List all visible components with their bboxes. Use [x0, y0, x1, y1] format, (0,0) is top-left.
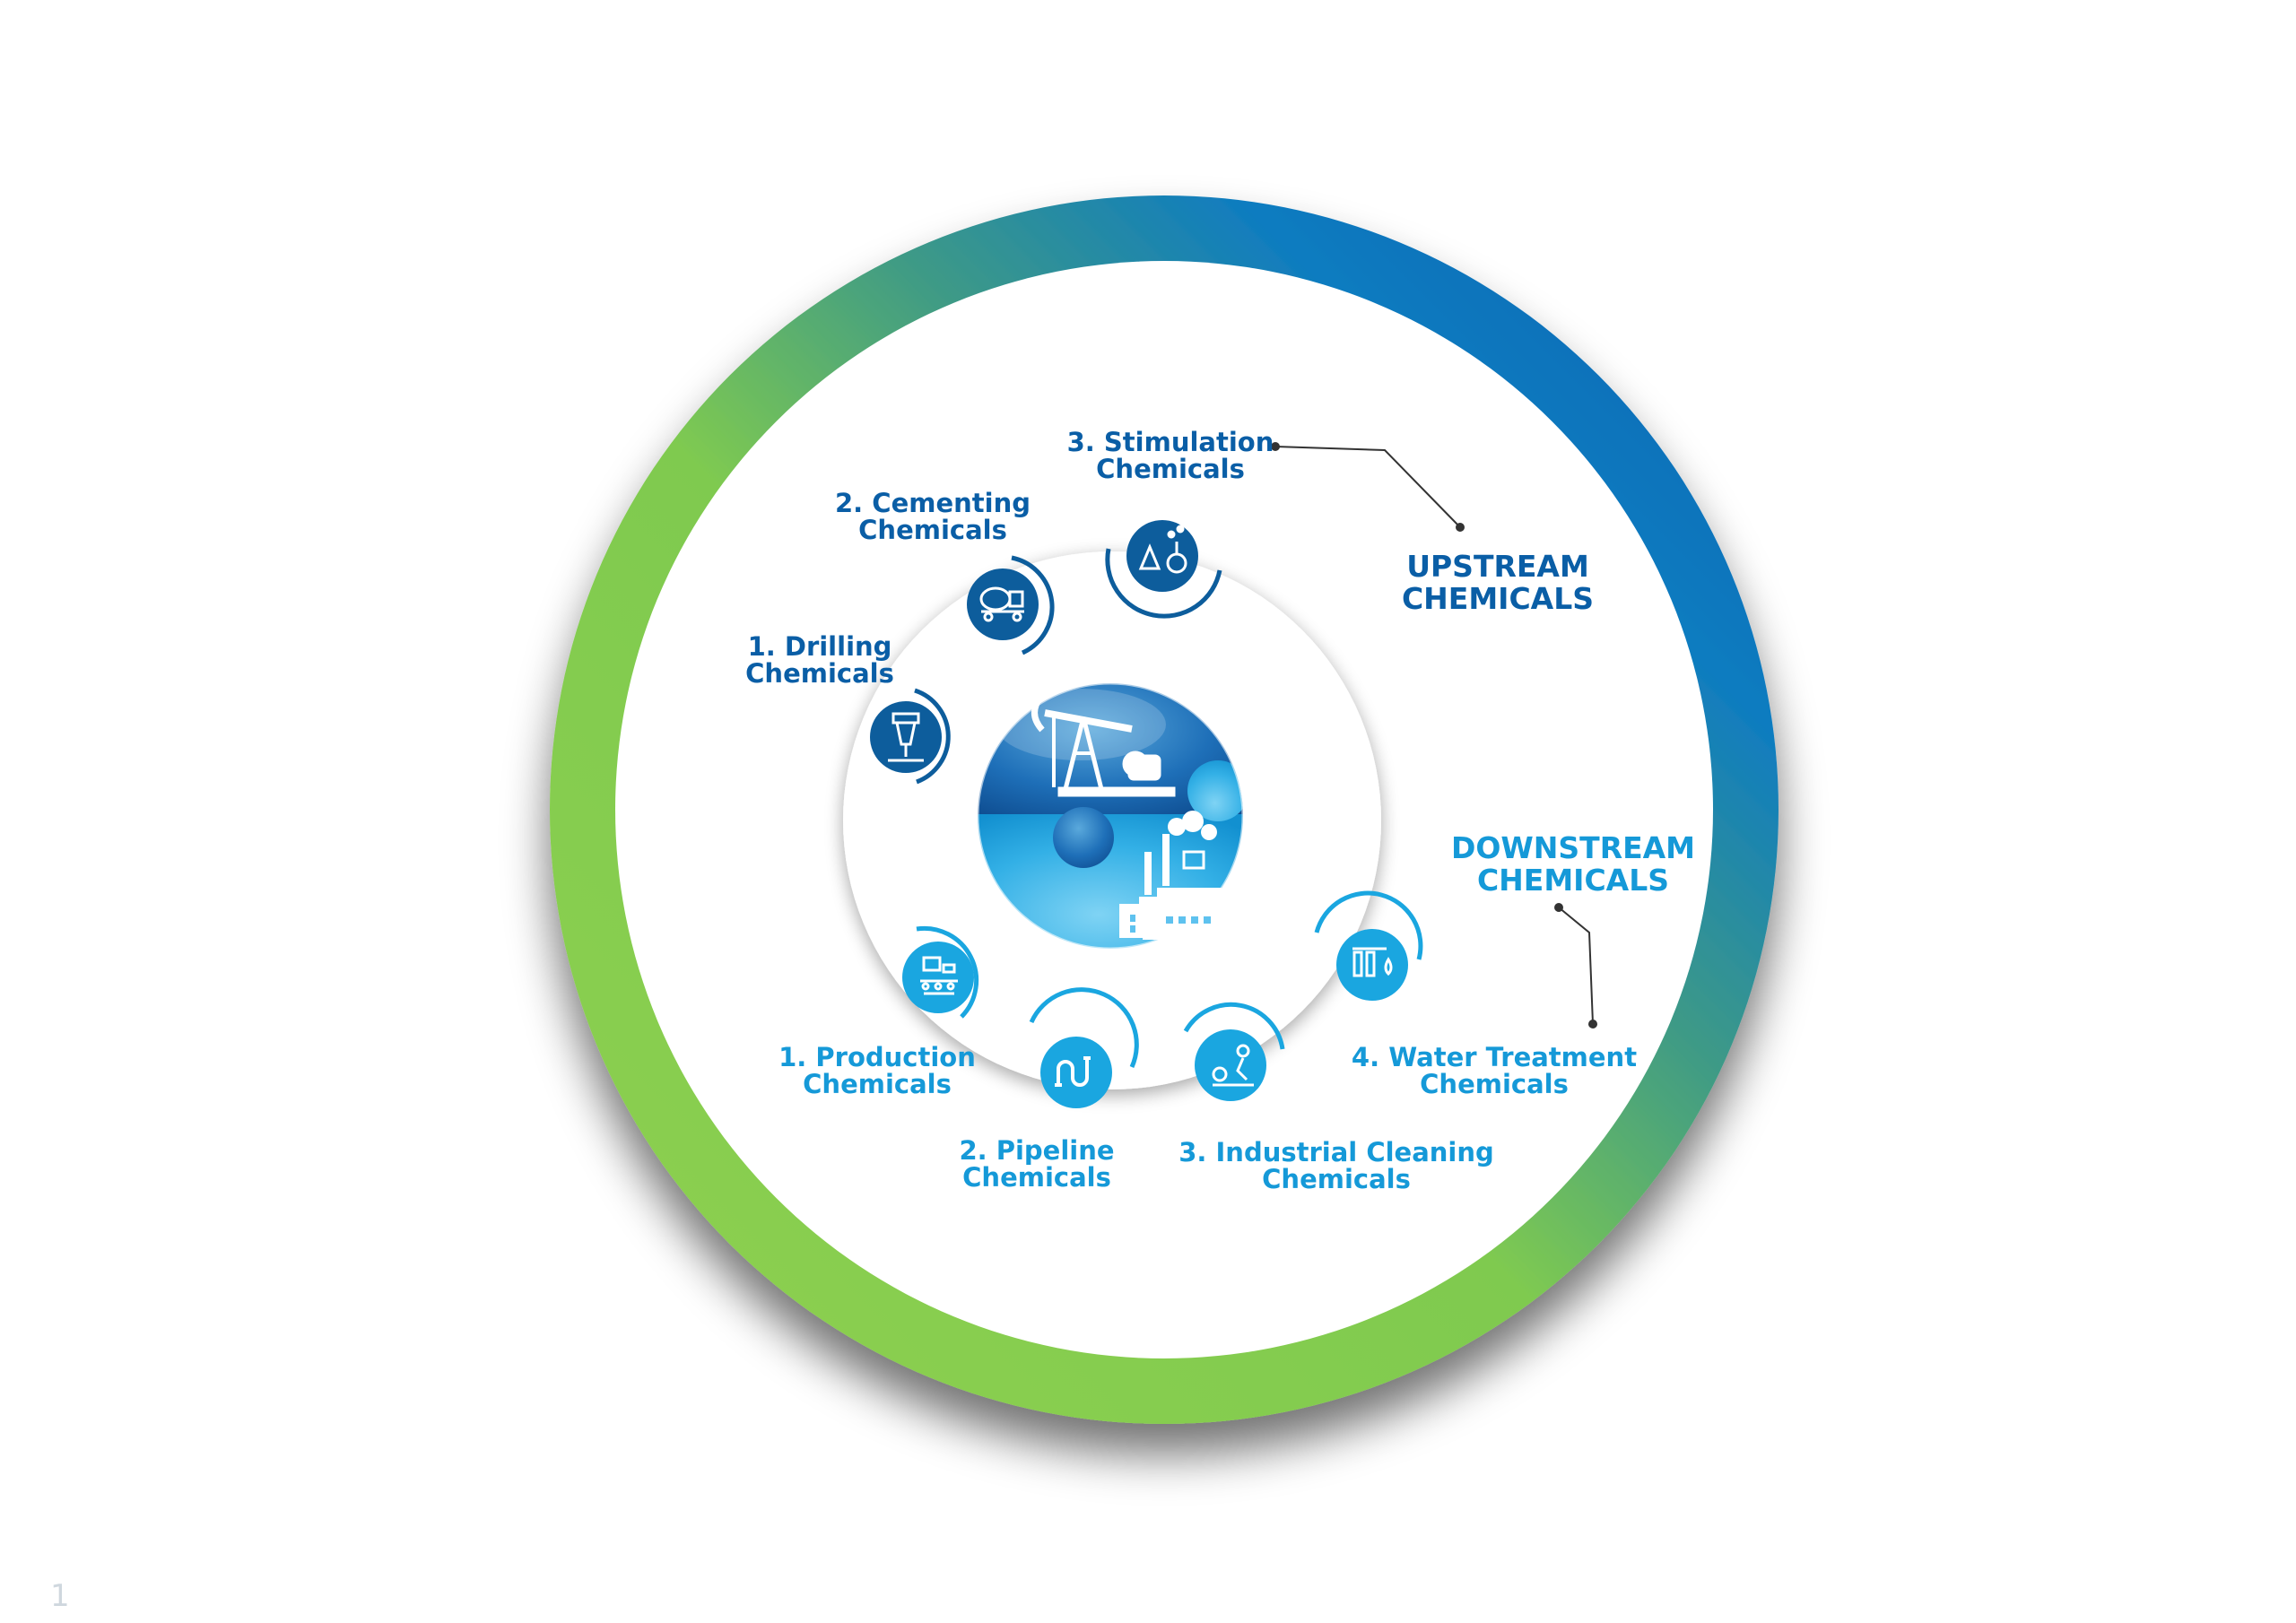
flask-icon — [1138, 525, 1187, 574]
oil-pump-jack-icon — [1031, 695, 1176, 797]
water-treatment-node[interactable] — [1314, 890, 1423, 1001]
production-node[interactable] — [902, 925, 979, 1019]
downstream-nodes — [902, 890, 1423, 1108]
stimulation-node[interactable] — [1105, 520, 1222, 619]
pipeline-icon — [1055, 1056, 1091, 1087]
cementing-node[interactable] — [967, 555, 1055, 655]
cleaning-worker-icon — [1212, 1044, 1254, 1087]
production-line-icon — [920, 956, 958, 995]
water-filter-icon — [1352, 947, 1393, 977]
page-number: 1 — [50, 1578, 70, 1614]
industrial-cleaning-node[interactable] — [1183, 1002, 1285, 1101]
cement-mixer-icon — [979, 586, 1024, 622]
drilling-node[interactable] — [870, 688, 951, 785]
upstream-nodes — [870, 520, 1222, 785]
factory-icon — [1119, 811, 1231, 940]
connector-lines — [1271, 442, 1597, 1028]
drill-bit-icon — [888, 712, 924, 762]
pipeline-node[interactable] — [1029, 987, 1139, 1108]
